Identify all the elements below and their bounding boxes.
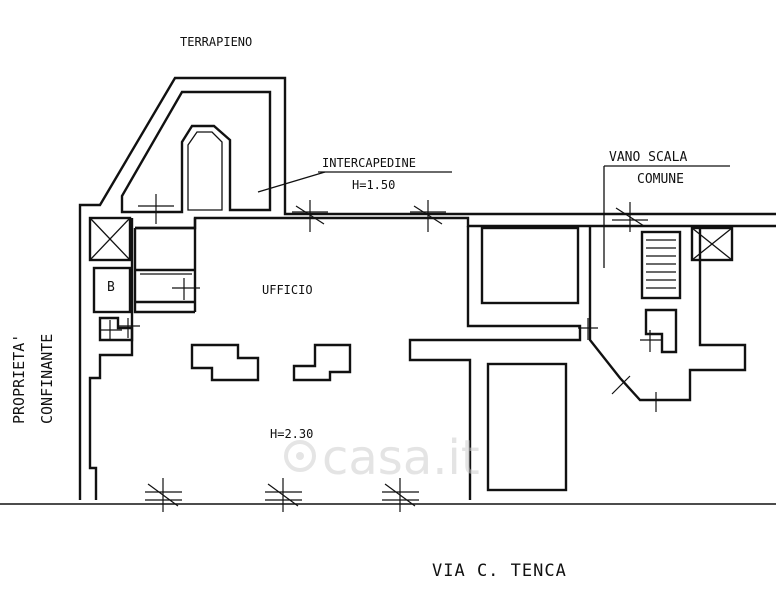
watermark: casa.it	[284, 430, 480, 486]
stair-lower	[644, 308, 678, 354]
intercapedine-outer	[120, 90, 272, 214]
window-top-1	[292, 200, 328, 232]
window-bottom-1	[145, 478, 182, 512]
desk-left	[190, 343, 260, 382]
window-top-3	[612, 202, 648, 232]
window-bottom-3	[382, 478, 419, 512]
shaft-right	[690, 226, 734, 262]
closet	[133, 226, 195, 314]
bathroom-lower	[98, 316, 134, 342]
stair-steps	[646, 239, 676, 289]
terrapieno-label: TERRAPIENO	[180, 35, 252, 49]
intercapedine-label: INTERCAPEDINE	[322, 156, 416, 170]
opening-marks	[100, 278, 668, 412]
bathroom	[92, 266, 132, 314]
street-label: VIA C. TENCA	[432, 561, 567, 581]
proprieta-label: PROPRIETA'	[10, 334, 28, 424]
shaft-left	[88, 216, 132, 262]
vano-scala-label-2: COMUNE	[637, 172, 684, 187]
left-inner-wall	[88, 218, 134, 500]
right-room-top	[480, 226, 580, 305]
ufficio-right-wall	[408, 226, 582, 500]
intercapedine-inner	[187, 131, 223, 211]
intercapedine-leader	[257, 171, 326, 193]
outer-wall	[78, 76, 776, 500]
shaft-left-x2	[89, 217, 131, 261]
shaft-right-x2	[691, 227, 733, 261]
vano-scala-label: VANO SCALA	[609, 150, 687, 165]
window-bottom-2	[265, 478, 302, 512]
ufficio-label: UFFICIO	[262, 283, 313, 297]
stairwell	[640, 230, 682, 300]
intercapedine-height-label: H=1.50	[352, 178, 395, 192]
window-top-2	[410, 200, 446, 232]
window-intercapedine	[138, 194, 174, 224]
inner-wall-top	[135, 216, 776, 230]
confinante-label: CONFINANTE	[38, 334, 56, 424]
right-corridor	[588, 226, 747, 402]
bathroom-label: B	[107, 280, 115, 295]
right-room-bottom	[486, 362, 568, 492]
watermark-text: casa.it	[322, 430, 480, 486]
ufficio-height-label: H=2.30	[270, 427, 313, 441]
desk-right	[292, 343, 352, 382]
